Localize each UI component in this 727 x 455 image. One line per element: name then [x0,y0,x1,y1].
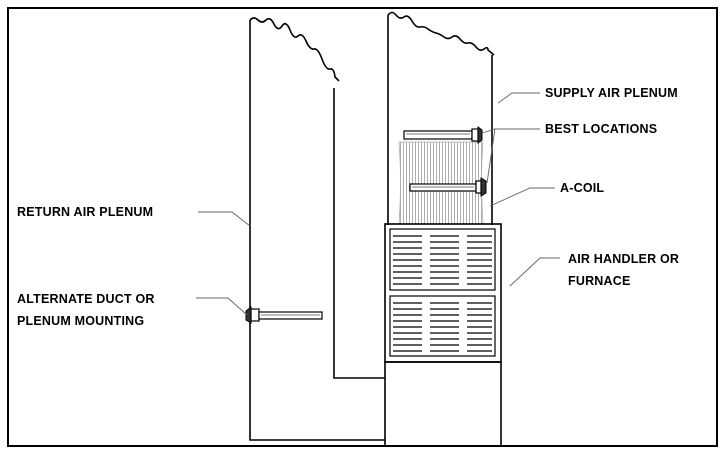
label-return-air-plenum: RETURN AIR PLENUM [17,205,153,219]
return-air-plenum-duct [249,17,385,441]
label-a-coil: A-COIL [560,181,604,195]
uv-lamp-upper [403,126,483,144]
diagram-border [7,7,718,447]
supply-air-plenum-duct [387,11,495,225]
label-best-locations: BEST LOCATIONS [545,122,657,136]
air-handler-cabinet [384,223,502,447]
upper-louvers [393,235,492,285]
label-alternate-line1: ALTERNATE DUCT OR [17,292,155,306]
label-alternate-line2: PLENUM MOUNTING [17,314,144,328]
leader-lines [196,92,560,316]
label-supply-air-plenum: SUPPLY AIR PLENUM [545,86,678,100]
a-coil [398,141,484,225]
uv-lamp-coil [409,177,487,197]
lower-louvers [393,302,492,352]
label-air-handler-line2: FURNACE [568,274,631,288]
uv-lamp-alternate [245,305,323,324]
label-air-handler-line1: AIR HANDLER OR [568,252,679,266]
